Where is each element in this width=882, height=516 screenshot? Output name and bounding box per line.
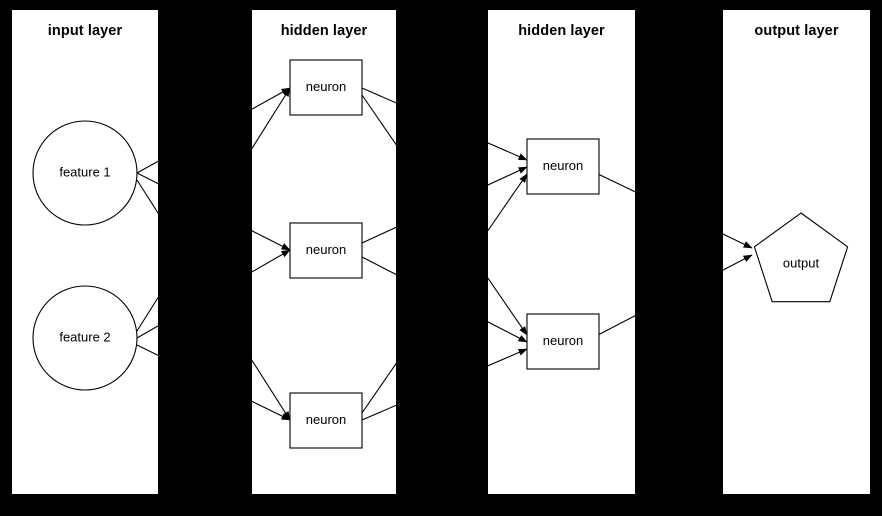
node-feature-2[interactable] xyxy=(32,285,138,391)
title-hidden-layer-2: hidden layer xyxy=(518,23,605,39)
title-input-layer: input layer xyxy=(47,23,123,39)
node-label-output-node: output xyxy=(783,255,820,270)
node-label-hidden1-neuron-2: neuron xyxy=(306,242,346,257)
node-hidden2-neuron-1[interactable] xyxy=(526,138,600,195)
node-label-feature-1: feature 1 xyxy=(59,164,110,179)
node-hidden1-neuron-3[interactable] xyxy=(289,392,363,449)
node-output-node[interactable] xyxy=(753,212,849,303)
node-hidden2-neuron-2[interactable] xyxy=(526,313,600,370)
title-hidden-layer-1: hidden layer xyxy=(280,23,368,39)
node-label-feature-2: feature 2 xyxy=(59,329,110,344)
panel-input-layer xyxy=(12,10,158,494)
node-label-hidden1-neuron-1: neuron xyxy=(306,79,346,94)
title-output-layer: output layer xyxy=(754,23,839,39)
node-feature-1[interactable] xyxy=(32,120,138,226)
node-label-hidden2-neuron-1: neuron xyxy=(543,158,583,173)
node-hidden1-neuron-2[interactable] xyxy=(289,222,363,279)
node-label-hidden1-neuron-3: neuron xyxy=(306,412,346,427)
node-hidden1-neuron-1[interactable] xyxy=(289,59,363,116)
node-label-hidden2-neuron-2: neuron xyxy=(543,333,583,348)
